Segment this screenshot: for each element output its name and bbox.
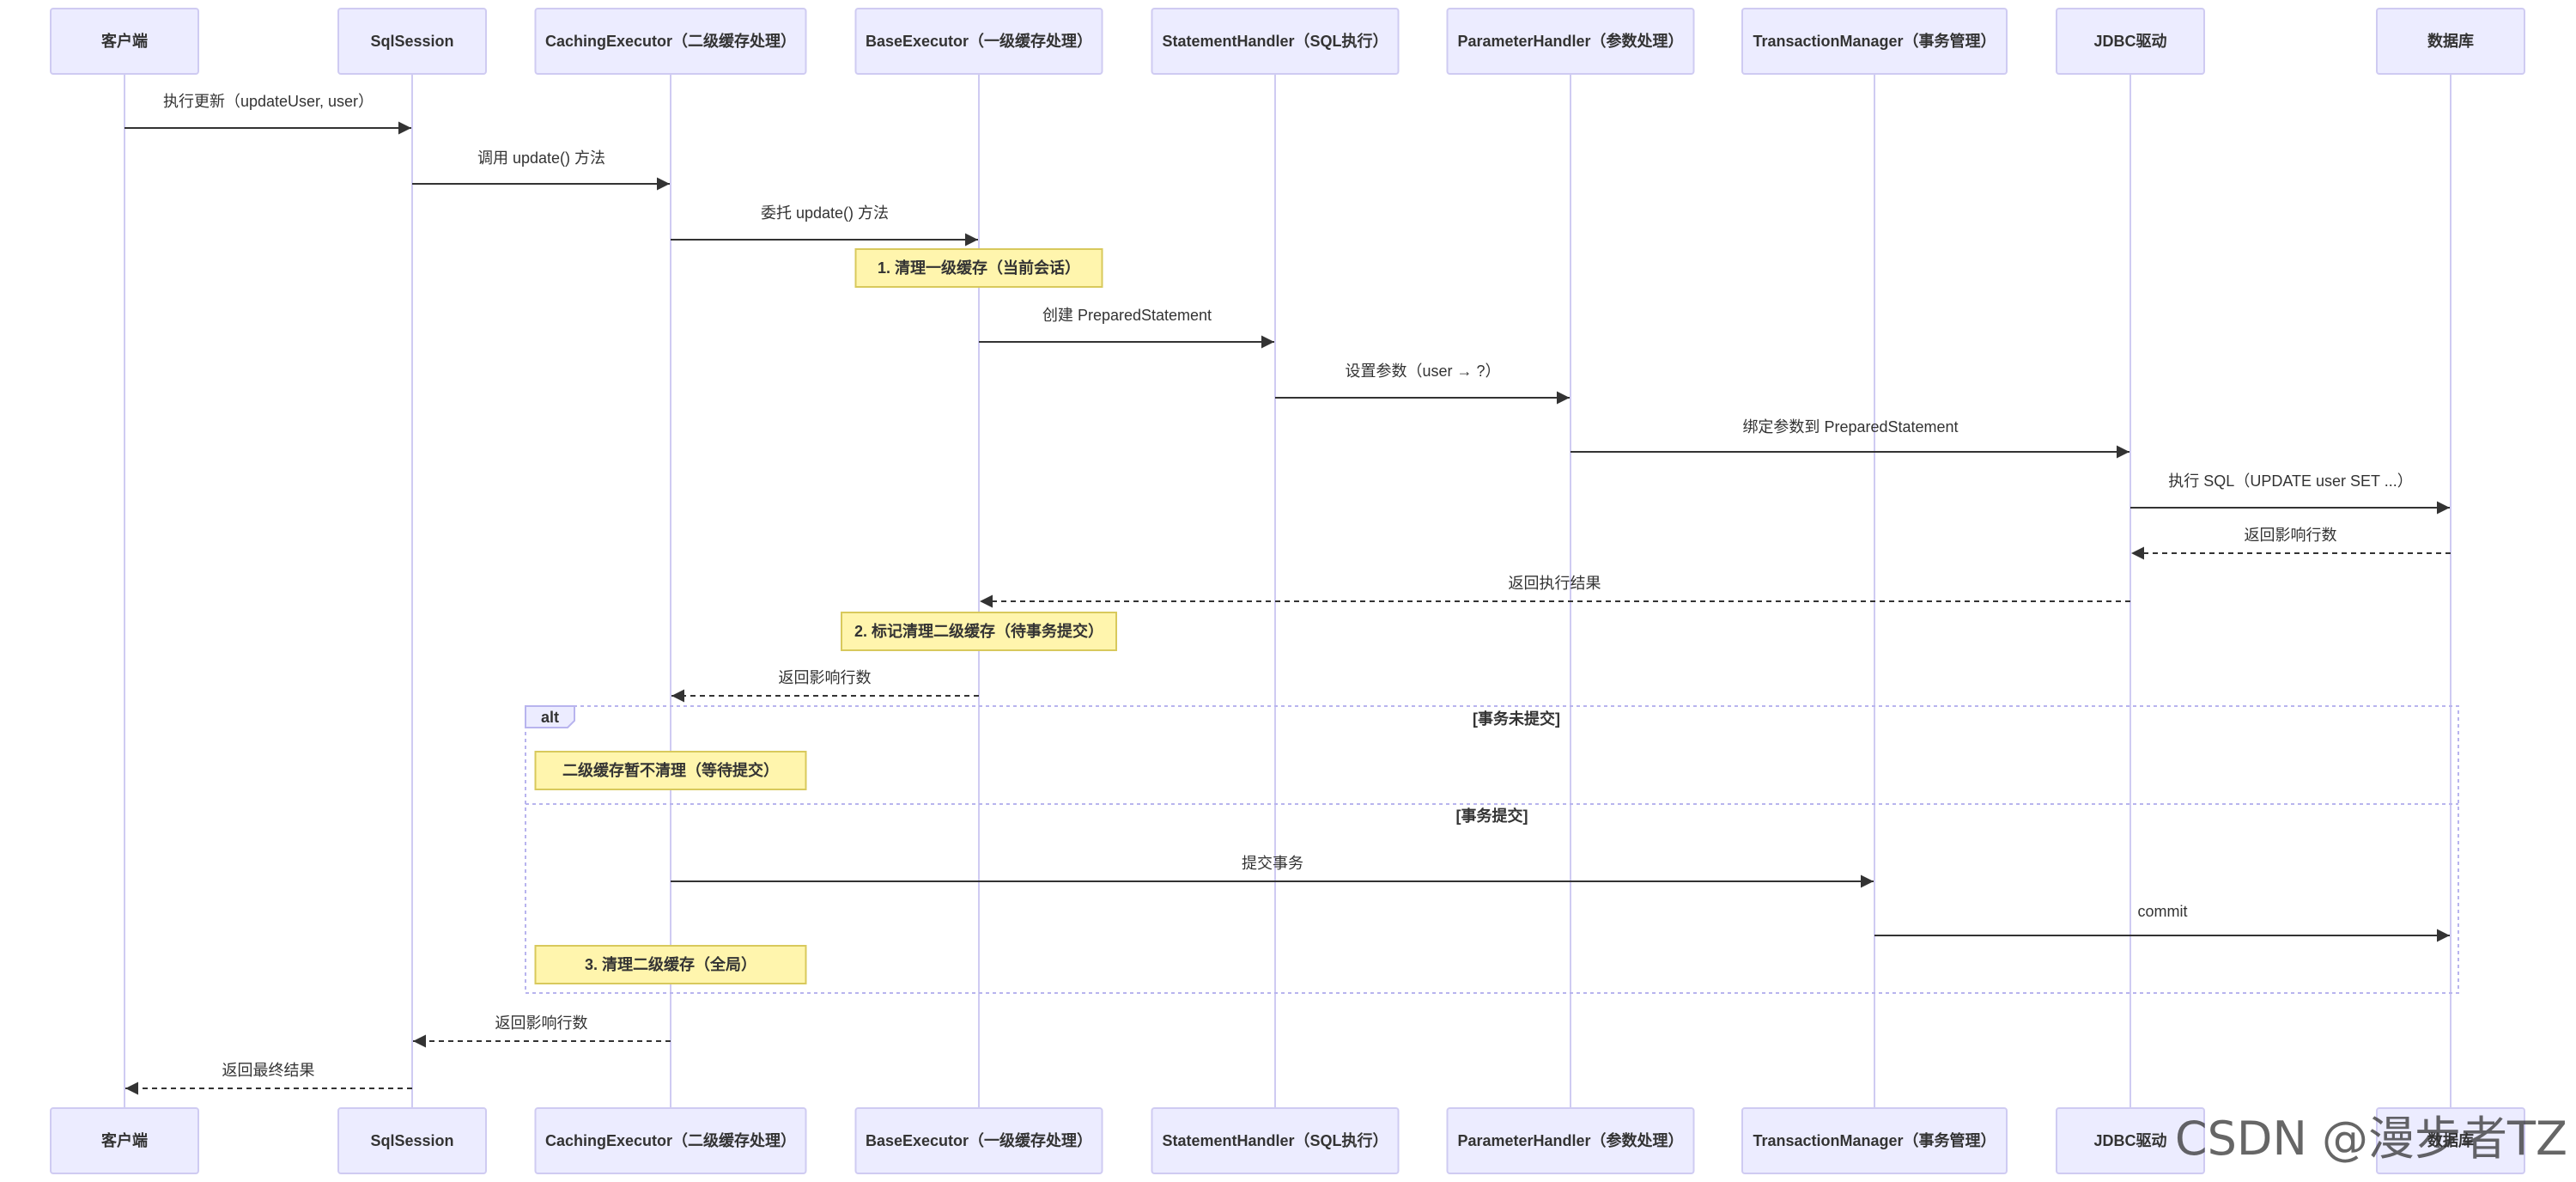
message-label: 返回影响行数 bbox=[779, 669, 872, 686]
participant-label: 数据库 bbox=[2427, 32, 2474, 50]
participant-label: SqlSession bbox=[370, 1132, 453, 1149]
participant-bottom: StatementHandler（SQL执行） bbox=[1151, 1107, 1400, 1174]
participant-label: JDBC驱动 bbox=[2093, 33, 2166, 50]
participant-label: SqlSession bbox=[370, 33, 453, 50]
note-box bbox=[534, 945, 807, 984]
note-label: 二级缓存暂不清理（等待提交） bbox=[562, 761, 779, 779]
message-label: 设置参数（user → ?） bbox=[1345, 363, 1500, 380]
participant-label: StatementHandler（SQL执行） bbox=[1162, 32, 1388, 50]
participant-box bbox=[2376, 8, 2525, 75]
participant-label: 数据库 bbox=[2427, 1131, 2474, 1149]
participant-box bbox=[1741, 1107, 2008, 1174]
participants-layer: 客户端客户端SqlSessionSqlSessionCachingExecuto… bbox=[50, 8, 2525, 1174]
alt-frame: alt [事务未提交] [事务提交] bbox=[525, 705, 2459, 994]
participant-label: TransactionManager（事务管理） bbox=[1753, 32, 1996, 50]
message-label: 创建 PreparedStatement bbox=[1042, 307, 1212, 324]
participant-bottom: 客户端 bbox=[50, 1107, 199, 1174]
participant-bottom: 数据库 bbox=[2376, 1107, 2525, 1174]
participant-box bbox=[1151, 8, 1400, 75]
participant-box bbox=[337, 1107, 487, 1174]
message-label: 返回最终结果 bbox=[222, 1062, 315, 1079]
participant-box bbox=[1446, 1107, 1695, 1174]
participant-label: ParameterHandler（参数处理） bbox=[1457, 1131, 1683, 1149]
message-label: commit bbox=[2138, 903, 2188, 920]
alt-condition-label: [事务提交] bbox=[1456, 807, 1528, 825]
participant-box bbox=[50, 8, 199, 75]
participant-top: TransactionManager（事务管理） bbox=[1741, 8, 2008, 75]
participant-top: 客户端 bbox=[50, 8, 199, 75]
note-box bbox=[854, 248, 1103, 288]
note-box bbox=[841, 612, 1117, 651]
notes-layer: 1. 清理一级缓存（当前会话） 2. 标记清理二级缓存（待事务提交） 二级缓存暂不清… bbox=[534, 248, 1117, 984]
message-label: 执行 SQL（UPDATE user SET ...） bbox=[2168, 472, 2412, 490]
participant-box bbox=[854, 8, 1103, 75]
participant-top: CachingExecutor（二级缓存处理） bbox=[534, 8, 807, 75]
message-label: 调用 update() 方法 bbox=[477, 149, 605, 167]
participant-label: BaseExecutor（一级缓存处理） bbox=[866, 1131, 1092, 1149]
participant-top: ParameterHandler（参数处理） bbox=[1446, 8, 1695, 75]
participant-label: TransactionManager（事务管理） bbox=[1753, 1131, 1996, 1149]
participant-box bbox=[534, 1107, 807, 1174]
participant-box bbox=[2376, 1107, 2525, 1174]
participant-box bbox=[534, 8, 807, 75]
participant-box bbox=[1741, 8, 2008, 75]
participant-top: 数据库 bbox=[2376, 8, 2525, 75]
participant-label: CachingExecutor（二级缓存处理） bbox=[545, 32, 796, 50]
participant-top: SqlSession bbox=[337, 8, 487, 75]
message-label: 返回影响行数 bbox=[2245, 527, 2337, 544]
message-label: 返回影响行数 bbox=[495, 1014, 588, 1032]
participant-label: ParameterHandler（参数处理） bbox=[1457, 32, 1683, 50]
participant-bottom: CachingExecutor（二级缓存处理） bbox=[534, 1107, 807, 1174]
participant-label: CachingExecutor（二级缓存处理） bbox=[545, 1131, 796, 1149]
participant-bottom: TransactionManager（事务管理） bbox=[1741, 1107, 2008, 1174]
participant-label: BaseExecutor（一级缓存处理） bbox=[866, 32, 1092, 50]
participant-bottom: BaseExecutor（一级缓存处理） bbox=[854, 1107, 1103, 1174]
participant-box bbox=[337, 8, 487, 75]
participant-label: StatementHandler（SQL执行） bbox=[1162, 1131, 1388, 1149]
participant-top: StatementHandler（SQL执行） bbox=[1151, 8, 1400, 75]
participant-bottom: ParameterHandler（参数处理） bbox=[1446, 1107, 1695, 1174]
message-label: 绑定参数到 PreparedStatement bbox=[1742, 418, 1958, 436]
participant-label: 客户端 bbox=[101, 32, 148, 50]
lifelines-layer bbox=[124, 74, 2451, 1108]
message-label: 返回执行结果 bbox=[1509, 575, 1601, 592]
participant-box bbox=[2056, 1107, 2205, 1174]
participant-top: JDBC驱动 bbox=[2056, 8, 2205, 75]
alt-condition-label: [事务未提交] bbox=[1473, 710, 1560, 728]
alt-keyword-tab bbox=[525, 705, 575, 728]
watermark-text: CSDN @漫步者TZ bbox=[2175, 1112, 2567, 1166]
participant-bottom: SqlSession bbox=[337, 1107, 487, 1174]
alt-frame-border bbox=[525, 705, 2459, 994]
participant-top: BaseExecutor（一级缓存处理） bbox=[854, 8, 1103, 75]
participant-label: 客户端 bbox=[101, 1131, 148, 1149]
participant-box bbox=[2056, 8, 2205, 75]
message-label: 委托 update() 方法 bbox=[761, 204, 889, 222]
message-label: 提交事务 bbox=[1242, 855, 1303, 872]
participant-bottom: JDBC驱动 bbox=[2056, 1107, 2205, 1174]
participant-box bbox=[50, 1107, 199, 1174]
message-label: 执行更新（updateUser, user） bbox=[163, 93, 374, 110]
note-label: 1. 清理一级缓存（当前会话） bbox=[878, 259, 1080, 277]
note-label: 2. 标记清理二级缓存（待事务提交） bbox=[854, 622, 1103, 640]
note-box bbox=[534, 751, 807, 790]
participant-box bbox=[1151, 1107, 1400, 1174]
alt-keyword-label: alt bbox=[541, 709, 559, 726]
participant-box bbox=[1446, 8, 1695, 75]
participant-box bbox=[854, 1107, 1103, 1174]
participant-label: JDBC驱动 bbox=[2093, 1132, 2166, 1149]
note-label: 3. 清理二级缓存（全局） bbox=[585, 955, 756, 973]
